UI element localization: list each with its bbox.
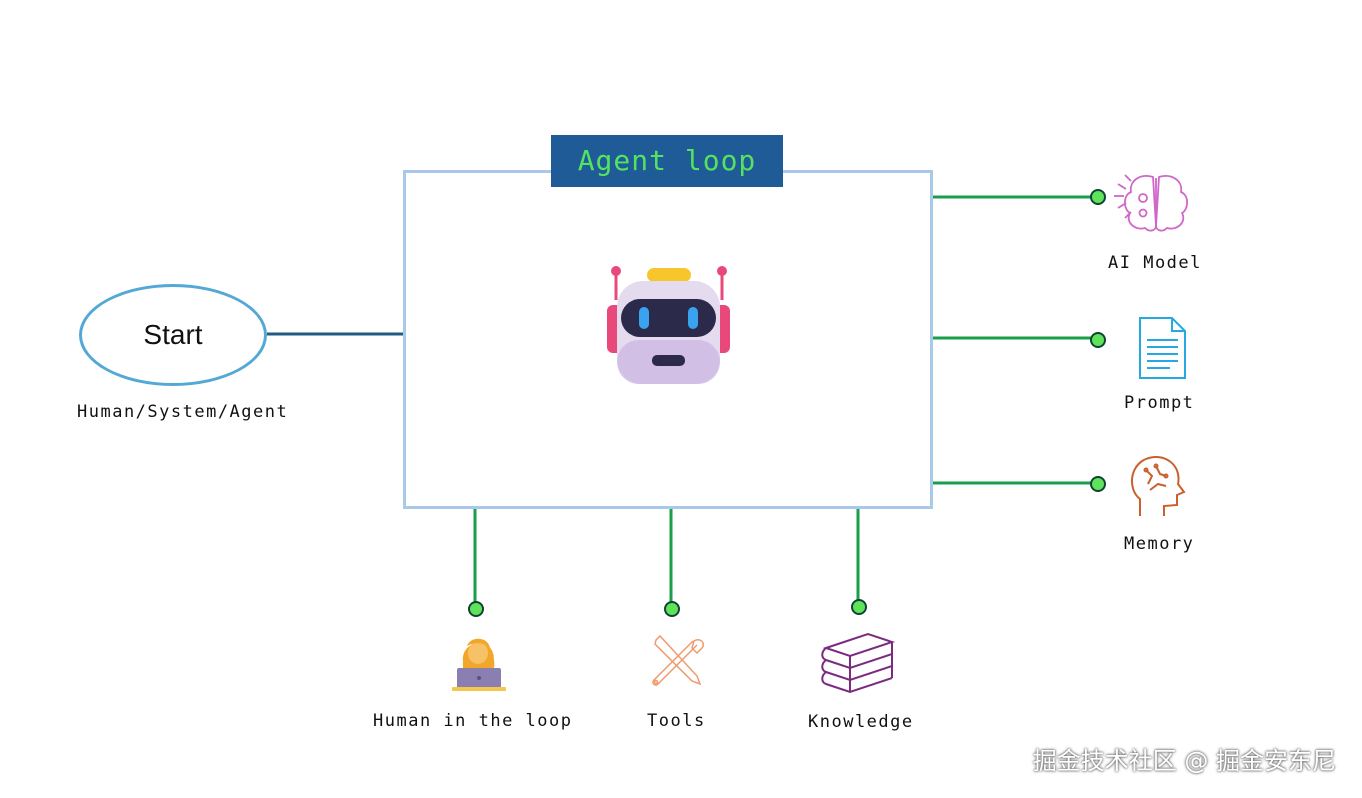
node-knowledge bbox=[851, 599, 867, 615]
prompt-label: Prompt bbox=[1124, 393, 1195, 413]
start-label: Start bbox=[143, 319, 203, 350]
agent-loop-title: Agent loop bbox=[551, 135, 783, 187]
node-tools bbox=[664, 601, 680, 617]
start-caption: Human/System/Agent bbox=[77, 402, 289, 422]
start-node bbox=[79, 284, 267, 386]
node-prompt bbox=[1090, 332, 1106, 348]
document-icon bbox=[1139, 317, 1186, 379]
ai-model-label: AI Model bbox=[1108, 253, 1202, 273]
person-laptop-icon bbox=[452, 638, 506, 691]
brain-gears-icon bbox=[1114, 174, 1189, 232]
memory-label: Memory bbox=[1124, 534, 1195, 554]
robot-icon bbox=[607, 266, 730, 384]
watermark: 掘金技术社区 @ 掘金安东尼 bbox=[1032, 747, 1336, 775]
node-memory bbox=[1090, 476, 1106, 492]
agent-loop-box bbox=[403, 170, 933, 509]
tools-label: Tools bbox=[647, 711, 706, 731]
book-stack-icon bbox=[821, 632, 896, 694]
head-circuit-icon bbox=[1131, 456, 1186, 516]
node-ai-model bbox=[1090, 189, 1106, 205]
human-in-loop-label: Human in the loop bbox=[373, 711, 573, 731]
knowledge-label: Knowledge bbox=[808, 712, 914, 732]
node-human-in-loop bbox=[468, 601, 484, 617]
wrench-screwdriver-icon bbox=[652, 634, 705, 686]
